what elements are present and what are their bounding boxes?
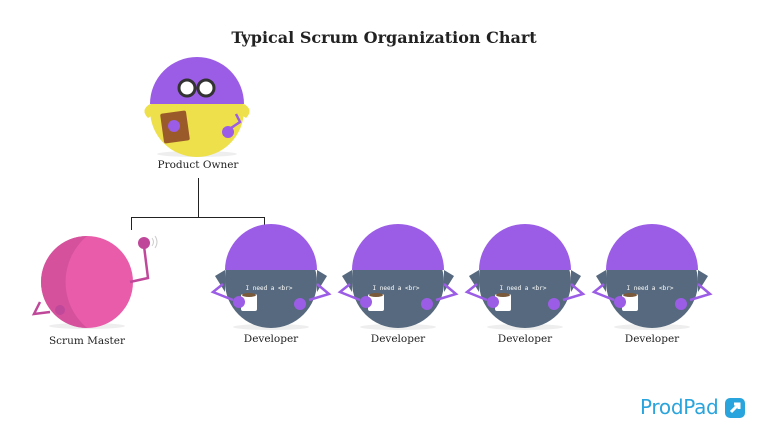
scrum-master-character [31,235,158,329]
developer-label: Developer [497,333,553,345]
developer-caption: I need a <br> [246,285,293,292]
developer-label: Developer [243,333,299,345]
developer-caption: I need a <br> [500,285,547,292]
connector-vertical [198,178,199,217]
product-owner-character [144,57,250,157]
chart-title: Typical Scrum Organization Chart [231,28,537,47]
developer-caption: I need a <br> [373,285,420,292]
connector-left-drop [131,217,132,230]
developer-character: I need a <br> [210,224,332,330]
product-owner-label: Product Owner [157,159,239,171]
scrum-master-label: Scrum Master [48,335,125,347]
developer-label: Developer [624,333,680,345]
developer-character: I need a <br> [464,224,586,330]
developer-character: I need a <br> [591,224,713,330]
prodpad-logo: ProdPad [640,395,719,419]
developer-caption: I need a <br> [627,285,674,292]
developer-character: I need a <br> [337,224,459,330]
connector-horizontal [131,217,265,218]
developer-label: Developer [370,333,426,345]
prodpad-logo-icon [725,398,745,418]
connector-right-drop [264,217,265,230]
